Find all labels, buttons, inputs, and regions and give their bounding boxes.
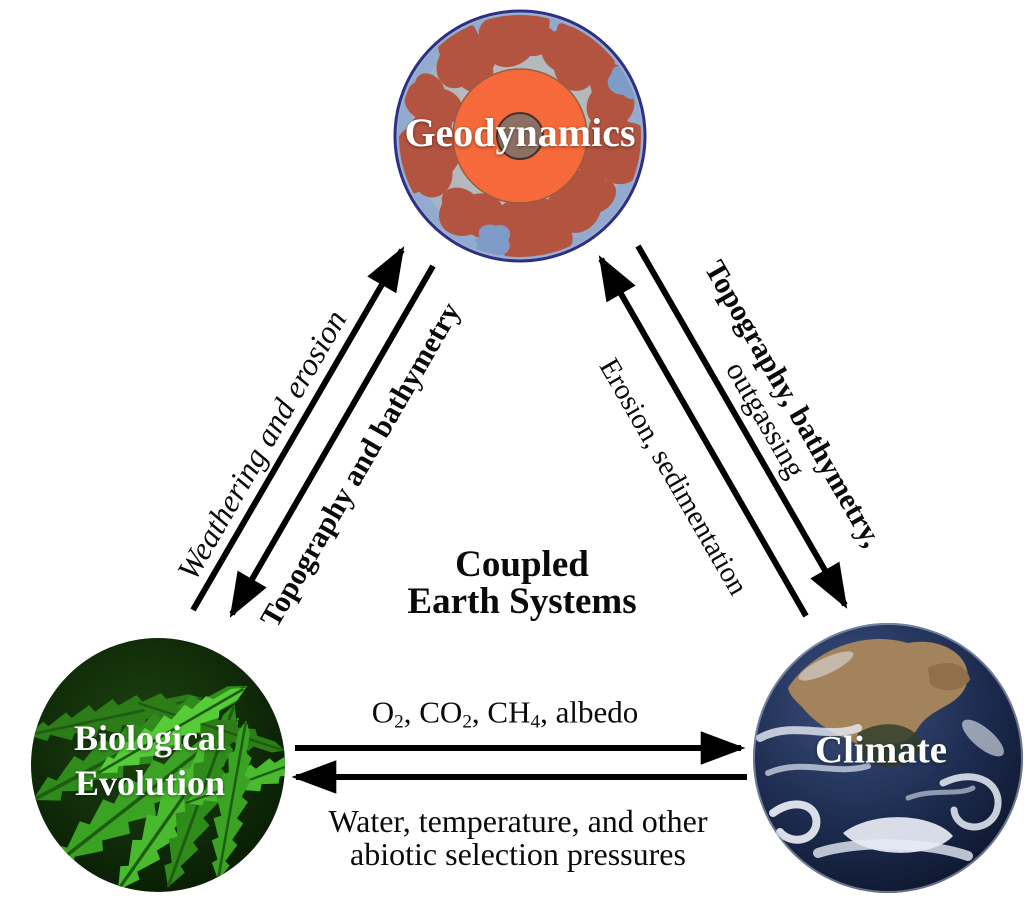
edge-label-abiotic-pressures-line1: Water, temperature, and other <box>328 803 708 839</box>
gas-label-subscript: 2 <box>462 711 472 733</box>
gas-label-part: , <box>540 694 556 730</box>
gas-label-subscript: 2 <box>394 711 404 733</box>
edge-label-abiotic-pressures: Water, temperature, and other abiotic se… <box>328 805 707 871</box>
cloud-swirl <box>939 773 1002 831</box>
biological-evolution-label-line2: Evolution <box>74 763 226 803</box>
fern-image <box>31 638 285 892</box>
gas-label-part: , <box>403 694 420 730</box>
diagram-title-line1: Coupled <box>455 544 589 585</box>
arrow-bio-to-geodynamics <box>190 246 405 612</box>
cloud-wisp <box>905 785 976 801</box>
biological-evolution-label-line1: Biological <box>74 718 226 758</box>
arabia-landmass <box>928 663 970 691</box>
node-geodynamics <box>393 9 647 263</box>
cloud-swirl <box>769 800 821 844</box>
cloud-wisp <box>962 719 1004 757</box>
blue-marble-image <box>753 623 1023 893</box>
atmosphere-rim <box>753 623 1023 893</box>
cloud-band <box>813 839 973 861</box>
cloud-wisp <box>798 651 854 681</box>
gas-label-subscript: 4 <box>530 711 541 733</box>
central-africa-vegetation <box>857 724 923 767</box>
edge-label-gases-albedo: O2, CO2, CH4, albedo <box>372 694 639 733</box>
cloud-band <box>756 724 862 742</box>
gas-label-part: CH <box>487 694 531 730</box>
gas-label-part: albedo <box>555 694 639 730</box>
geodynamics-label: Geodynamics <box>404 110 636 155</box>
gas-label-part: O <box>371 694 395 730</box>
gas-label-part: CO <box>419 694 463 730</box>
biological-evolution-label: Biological Evolution <box>74 716 226 806</box>
arrow-geodynamics-to-climate <box>635 244 848 609</box>
gas-label-part: , <box>471 694 488 730</box>
node-climate <box>752 622 1024 894</box>
inner-core <box>496 112 544 160</box>
cloud-band <box>765 763 871 776</box>
diagram-title-line2: Earth Systems <box>407 581 637 622</box>
earth-surface-features <box>756 639 1004 861</box>
arrow-geodynamics-to-bio <box>229 264 436 618</box>
diagram-title: Coupled Earth Systems <box>407 546 636 620</box>
climate-label: Climate <box>814 728 948 772</box>
mantle-convection-illustration <box>393 9 647 263</box>
node-biological-evolution <box>30 637 286 893</box>
edge-label-abiotic-pressures-line2: abiotic selection pressures <box>350 836 686 872</box>
arrow-climate-to-geodynamics <box>598 255 809 618</box>
